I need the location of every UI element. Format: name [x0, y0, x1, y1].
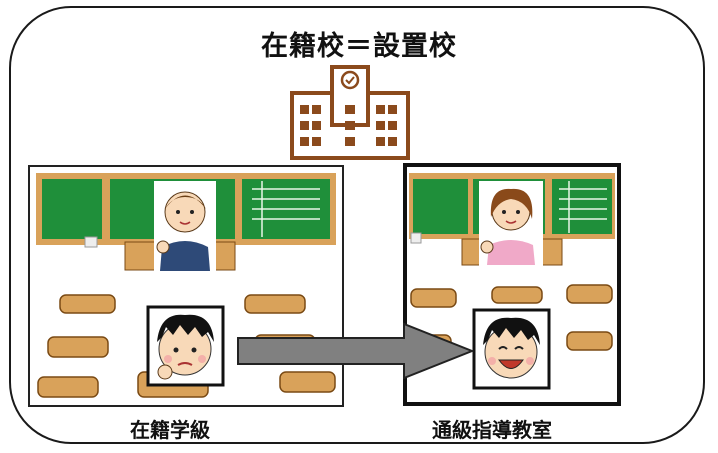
transfer-arrow — [236, 322, 476, 380]
student-worried-illustration — [146, 305, 225, 387]
home-classroom-illustration — [28, 165, 344, 407]
teacher-female-illustration — [479, 181, 543, 267]
diagram-title: 在籍校＝設置校 — [261, 31, 457, 62]
school-building-icon — [290, 65, 410, 160]
home-class-caption: 在籍学級 — [130, 418, 210, 442]
outer-rounded-frame — [9, 6, 705, 444]
teacher-male-illustration — [154, 181, 216, 273]
resource-room-caption: 通級指導教室 — [432, 418, 552, 442]
student-happy-illustration — [472, 308, 551, 390]
